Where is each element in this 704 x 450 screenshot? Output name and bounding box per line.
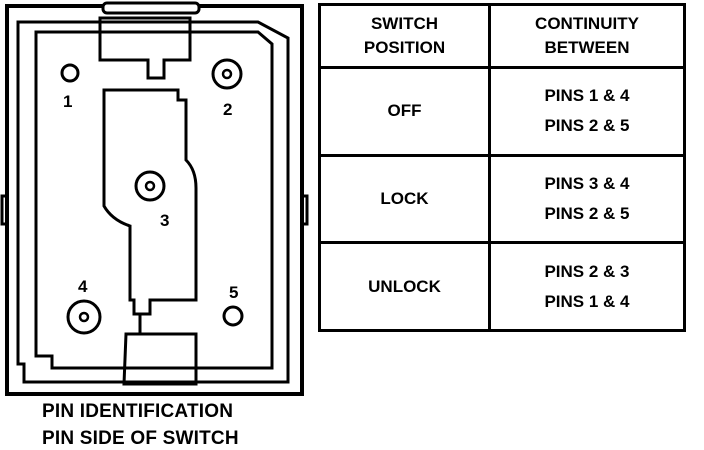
header-switch-position: SWITCH POSITION [321,6,491,66]
switch-pin-diagram: 1 2 3 4 5 [0,1,309,396]
lower-contact-block [122,332,198,386]
caption-line-2: PIN SIDE OF SWITCH [42,428,239,449]
position-off: OFF [387,101,422,121]
lock-continuity-1: PINS 3 & 4 [544,173,630,193]
position-lock: LOCK [380,188,429,208]
pin-2 [211,58,243,90]
unlock-continuity-2: PINS 1 & 4 [544,291,630,311]
switch-base-plate [34,30,274,370]
unlock-continuity-1: PINS 2 & 3 [544,261,630,281]
pin-5 [222,305,244,327]
row-off-continuity: PINS 1 & 4 PINS 2 & 5 [491,66,683,154]
pin-1 [60,63,80,83]
central-contact-strip [102,88,198,316]
position-unlock: UNLOCK [368,276,441,296]
pin-4 [66,299,102,335]
switch-housing-inner [16,20,290,384]
pin-2-label: 2 [223,100,232,119]
pin-3 [134,170,166,202]
pin-3-label: 3 [160,211,169,230]
row-lock-continuity: PINS 3 & 4 PINS 2 & 5 [491,153,683,242]
row-lock-position: LOCK [321,153,491,242]
pin-4-label: 4 [78,277,88,296]
row-off-position: OFF [321,66,491,154]
pin-5-label: 5 [229,283,238,302]
caption-line-1: PIN IDENTIFICATION [42,401,234,422]
upper-contact-block [98,16,192,80]
header-continuity-line-1: CONTINUITY [535,14,639,33]
header-switch-position-line-1: SWITCH [370,14,439,33]
pin-3-center [144,180,156,192]
header-continuity-line-2: BETWEEN [544,38,630,57]
header-switch-position-line-2: POSITION [363,38,446,57]
pin-4-center [78,311,90,323]
off-continuity-2: PINS 2 & 5 [544,116,630,136]
pin-1-label: 1 [63,92,72,111]
row-unlock-continuity: PINS 2 & 3 PINS 1 & 4 [491,241,683,329]
continuity-table: SWITCH POSITION CONTINUITY BETWEEN OFF P… [318,3,686,332]
header-continuity-between: CONTINUITY BETWEEN [491,6,683,66]
pin-2-center [221,68,233,80]
off-continuity-1: PINS 1 & 4 [544,86,630,106]
left-tab [0,194,7,226]
row-unlock-position: UNLOCK [321,241,491,329]
lock-continuity-2: PINS 2 & 5 [544,203,630,223]
top-connector-tab [101,1,201,15]
right-tab [302,194,309,226]
